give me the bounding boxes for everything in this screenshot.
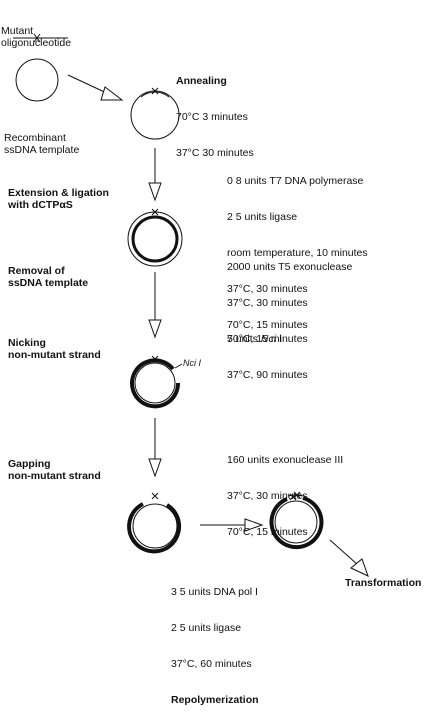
- nicked-circle: [130, 355, 183, 409]
- nicking-conditions: 5 units Nci I 37°C, 90 minutes: [227, 333, 308, 381]
- arrow-right: [200, 518, 264, 532]
- arrow-down-3: [148, 418, 162, 478]
- step-title: Annealing: [176, 75, 227, 87]
- arrow-down-1: [148, 148, 162, 202]
- arrow-down-2: [148, 272, 162, 339]
- dsdna-circle: [127, 208, 183, 267]
- arrow-to-annealing: [67, 74, 124, 101]
- mutagenesis-diagram: [13, 33, 369, 577]
- extension-conditions: 0 8 units T7 DNA polymerase 2 5 units li…: [227, 175, 368, 331]
- removal-conditions: 2000 units T5 exonuclease 37°C, 30 minut…: [227, 261, 353, 345]
- annealed-circle: [130, 87, 180, 140]
- repaired-circle: [269, 491, 324, 550]
- arrow-to-transformation: [329, 539, 369, 577]
- mutant-oligonucleotide: [13, 33, 68, 43]
- template-circle: [15, 58, 59, 102]
- repolymerization-step: 3 5 units DNA pol I 2 5 units ligase 37°…: [171, 586, 259, 706]
- site-label: Nci I: [183, 358, 201, 368]
- gapped-circle: [127, 492, 182, 554]
- transformation-title: Transformation: [345, 577, 422, 589]
- gapping-conditions: 160 units exonuclease III 37°C, 30 minut…: [227, 454, 344, 538]
- annealing-step: Annealing 70°C 3 minutes 37°C 30 minutes: [176, 75, 254, 159]
